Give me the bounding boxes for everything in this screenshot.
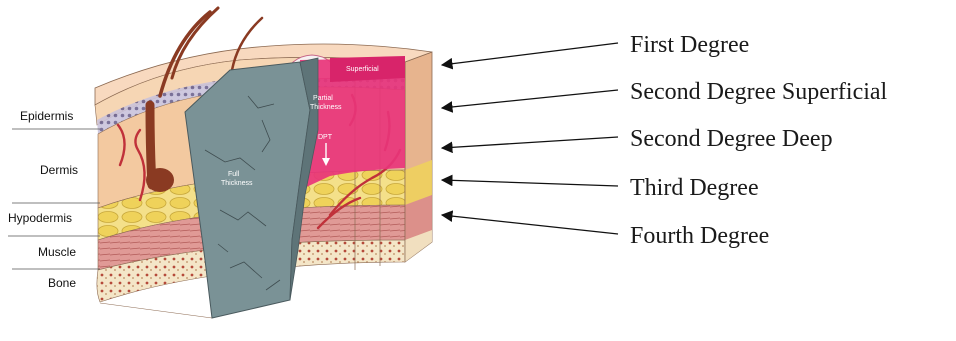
arrow-fourth-degree [442,215,618,234]
arrow-first-degree [442,43,618,65]
skin-block [95,8,432,318]
superficial-label: Superficial [346,66,379,73]
full-thickness-label-2: Thickness [221,180,253,187]
full-thickness-label-1: Full [228,171,240,178]
arrow-third-degree [442,180,618,186]
partial-thickness-label-1: Partial [313,95,333,102]
dermis-label: Dermis [40,163,78,177]
dpt-label: DPT [318,134,333,141]
degree-annotations: First Degree Second Degree Superficial S… [442,32,888,249]
epidermis-label: Epidermis [20,109,73,123]
bone-label: Bone [48,276,76,290]
muscle-label: Muscle [38,245,76,259]
arrow-second-deep [442,137,618,148]
arrow-second-superficial [442,90,618,108]
partial-thickness-label-2: Thickness [310,104,342,111]
second-deep-label: Second Degree Deep [630,126,833,152]
layer-labels: Epidermis Dermis Hypodermis Muscle Bone [8,109,100,290]
third-degree-label: Third Degree [630,175,759,201]
first-degree-label: First Degree [630,32,749,58]
second-superficial-label: Second Degree Superficial [630,79,888,105]
hypodermis-label: Hypodermis [8,211,72,225]
fourth-degree-label: Fourth Degree [630,223,769,249]
